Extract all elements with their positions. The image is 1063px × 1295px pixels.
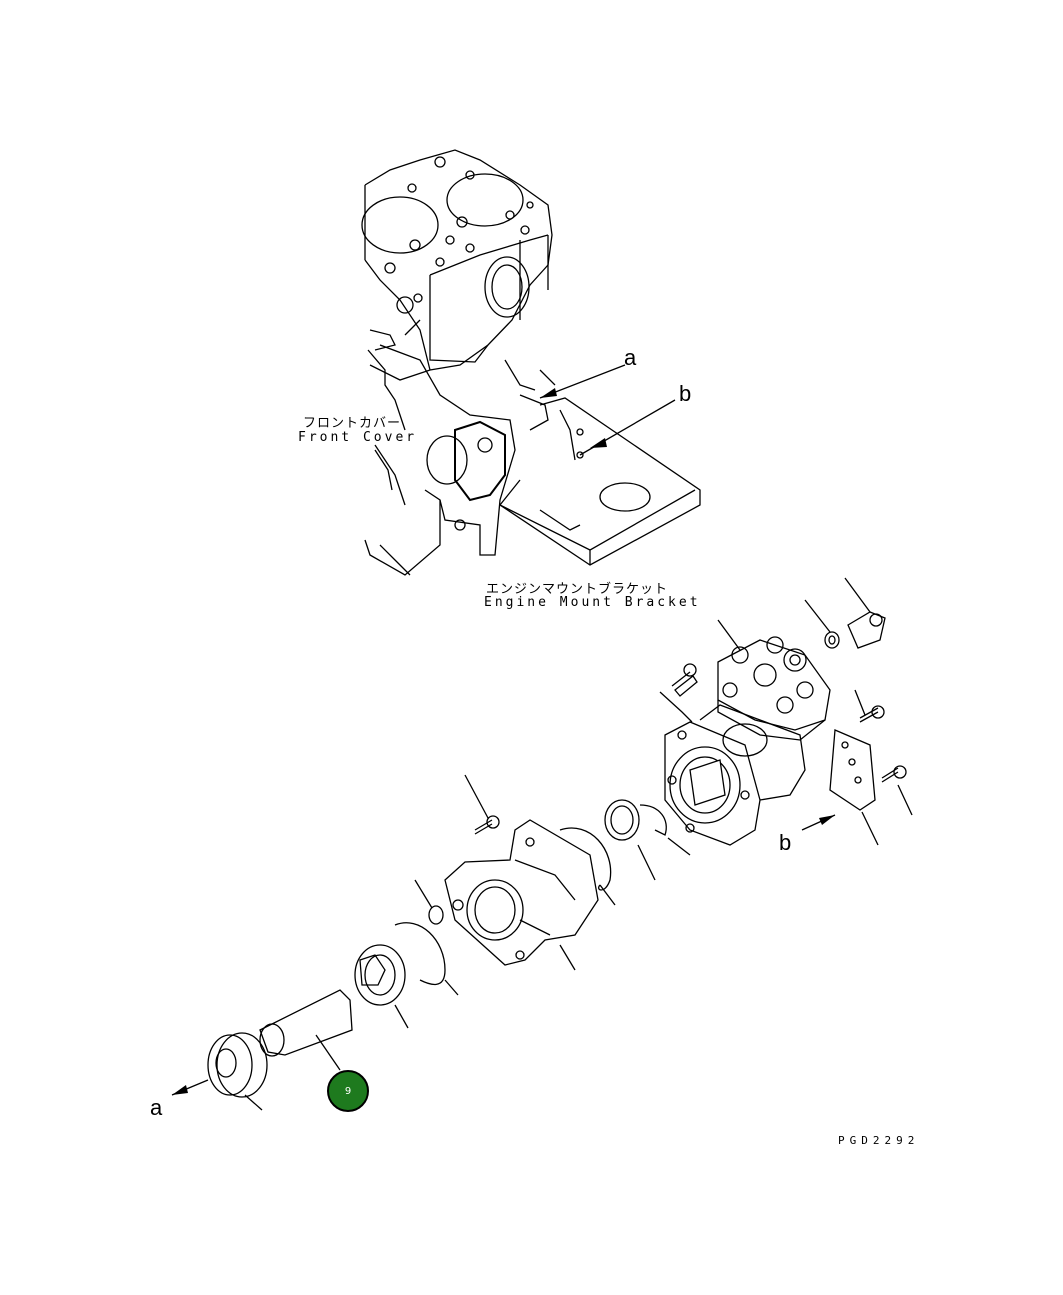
engine-mount-label-en: Engine Mount Bracket bbox=[484, 595, 701, 610]
arrow-b-upper bbox=[579, 399, 676, 456]
ref-b-upper: b bbox=[679, 381, 692, 406]
part-callout-marker[interactable]: 9 bbox=[327, 1070, 369, 1112]
front-cover-bracket bbox=[364, 319, 556, 576]
adapter-housing bbox=[444, 815, 599, 966]
engine-mount-bracket bbox=[499, 397, 701, 566]
front-cover-label-jp: フロントカバー bbox=[303, 416, 402, 431]
part-callout-number: 9 bbox=[344, 1085, 352, 1097]
shaft-and-gear bbox=[207, 989, 353, 1098]
o-rings-and-seals bbox=[354, 799, 667, 1006]
engine-mount-label-jp: エンジンマウントブラケット bbox=[486, 582, 669, 597]
leader-lines-parts bbox=[244, 774, 691, 1111]
arrow-a-upper bbox=[539, 364, 626, 399]
ref-a-lower: a bbox=[150, 1095, 163, 1120]
leader-lines-compressor bbox=[659, 577, 913, 846]
arrow-a-lower bbox=[171, 1079, 209, 1096]
front-cover-label-en: Front Cover bbox=[298, 430, 418, 445]
engine-block bbox=[361, 149, 553, 381]
arrow-b-lower bbox=[801, 814, 836, 831]
ref-b-lower: b bbox=[779, 830, 792, 855]
ref-a-upper: a bbox=[624, 345, 637, 370]
air-compressor bbox=[664, 636, 831, 846]
compressor-fasteners bbox=[671, 611, 907, 811]
front-cover-leader bbox=[374, 449, 393, 491]
drawing-code: PGD2292 bbox=[838, 1134, 920, 1147]
